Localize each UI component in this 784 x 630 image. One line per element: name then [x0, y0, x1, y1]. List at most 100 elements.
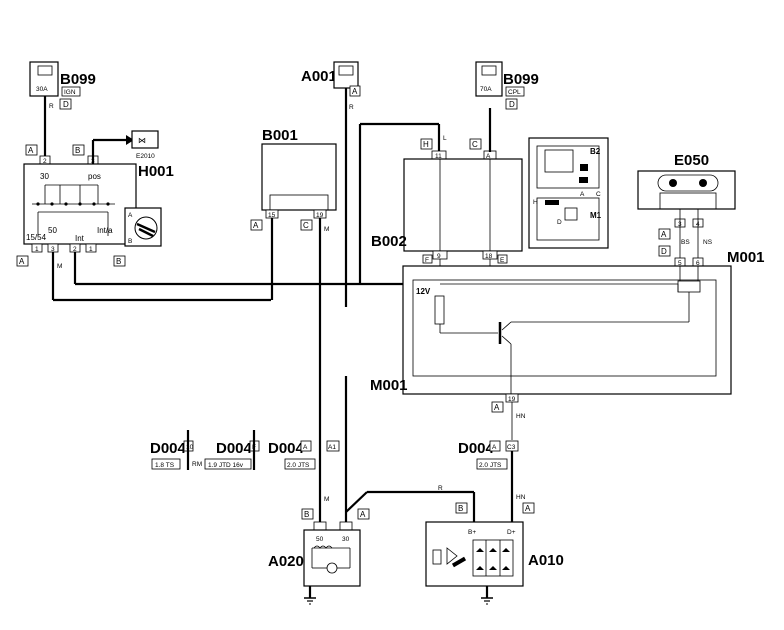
svg-text:A: A	[19, 257, 25, 266]
svg-text:A: A	[494, 403, 500, 412]
svg-text:M001: M001	[727, 249, 765, 266]
d004-connector-3: D004 A A1 2.0 JTS	[268, 440, 340, 470]
svg-text:19: 19	[316, 212, 324, 219]
svg-text:M: M	[324, 496, 329, 503]
svg-text:B2: B2	[590, 147, 601, 156]
svg-text:BS: BS	[681, 239, 690, 246]
svg-text:A: A	[661, 230, 667, 239]
svg-text:L: L	[443, 135, 447, 142]
svg-text:B+: B+	[468, 529, 476, 536]
svg-text:B099: B099	[60, 71, 96, 88]
svg-text:2: 2	[73, 246, 77, 253]
svg-text:R: R	[438, 485, 443, 492]
svg-text:C: C	[303, 221, 309, 230]
svg-text:A020: A020	[268, 553, 304, 570]
svg-text:CPL: CPL	[508, 89, 521, 96]
svg-text:D004: D004	[216, 440, 253, 457]
a001-battery: A001 A R	[301, 61, 361, 307]
svg-text:3: 3	[51, 246, 55, 253]
svg-text:A: A	[28, 146, 34, 155]
d004-connector-4: D004 A C3 2.0 JTS	[458, 440, 519, 470]
svg-text:30: 30	[40, 172, 49, 181]
svg-text:30A: 30A	[36, 86, 48, 93]
d004-connector-1: D004 10 1.8 TS RM	[150, 430, 202, 470]
svg-text:B099: B099	[503, 71, 539, 88]
svg-text:11: 11	[435, 153, 442, 160]
svg-text:D004: D004	[458, 440, 495, 457]
svg-text:M001: M001	[370, 377, 408, 394]
svg-text:D+: D+	[507, 529, 516, 536]
svg-text:M1: M1	[590, 211, 602, 220]
svg-text:B: B	[458, 504, 463, 513]
svg-text:B001: B001	[262, 127, 298, 144]
svg-text:2: 2	[43, 158, 47, 165]
svg-text:C3: C3	[507, 444, 516, 451]
svg-text:18: 18	[485, 253, 493, 260]
svg-text:Int/a: Int/a	[97, 226, 113, 235]
a020-starter-motor: R M B A 50 30 A020	[268, 485, 476, 605]
svg-text:A001: A001	[301, 68, 337, 85]
svg-text:A: A	[128, 212, 133, 219]
svg-text:C: C	[472, 140, 478, 149]
svg-text:pos: pos	[88, 172, 101, 181]
b099-fuse-right: 70A CPL B099 D	[475, 61, 539, 110]
svg-text:B002: B002	[371, 233, 407, 250]
svg-text:RM: RM	[192, 461, 202, 468]
svg-text:12V: 12V	[416, 287, 431, 296]
svg-text:H: H	[533, 199, 538, 206]
svg-text:A: A	[360, 510, 366, 519]
svg-text:Int: Int	[75, 234, 85, 243]
svg-text:A: A	[525, 504, 531, 513]
m001-module: M001 12V M001 19 A HN	[370, 249, 765, 420]
svg-text:M: M	[57, 263, 62, 270]
svg-text:A: A	[352, 87, 358, 96]
svg-text:15: 15	[268, 212, 276, 219]
fusebox-location-inset: B2 A C H D M1	[528, 137, 609, 249]
svg-text:A: A	[580, 191, 585, 198]
svg-text:B: B	[75, 146, 80, 155]
svg-text:E2010: E2010	[136, 153, 155, 160]
svg-text:E050: E050	[674, 152, 709, 169]
svg-text:A1: A1	[328, 444, 336, 451]
svg-text:B: B	[116, 257, 121, 266]
svg-text:A: A	[303, 444, 308, 451]
svg-text:1: 1	[89, 246, 93, 253]
svg-text:2.0 JTS: 2.0 JTS	[287, 462, 310, 469]
svg-text:E: E	[500, 257, 505, 264]
svg-text:6: 6	[696, 260, 700, 267]
svg-text:2.0 JTS: 2.0 JTS	[479, 462, 502, 469]
svg-text:H: H	[423, 140, 429, 149]
svg-text:HN: HN	[516, 413, 526, 420]
svg-text:D004: D004	[150, 440, 187, 457]
svg-text:30: 30	[342, 536, 350, 543]
svg-text:1.8 TS: 1.8 TS	[155, 462, 175, 469]
svg-text:HN: HN	[516, 494, 526, 501]
svg-text:D: D	[63, 100, 69, 109]
svg-text:10: 10	[186, 444, 194, 451]
svg-text:NS: NS	[703, 239, 713, 246]
svg-text:B: B	[304, 510, 309, 519]
svg-text:5: 5	[678, 260, 682, 267]
svg-text:A: A	[486, 153, 491, 160]
svg-text:A010: A010	[528, 552, 564, 569]
a010-alternator: B A HN B+ D+ A010	[425, 494, 564, 605]
svg-text:H001: H001	[138, 163, 174, 180]
svg-text:D: D	[509, 100, 515, 109]
svg-text:D004: D004	[268, 440, 305, 457]
svg-text:A: A	[492, 444, 497, 451]
svg-text:C: C	[596, 191, 601, 198]
b002-module: L H C 11 A B002 9 18 F E	[358, 108, 523, 284]
svg-text:⋈: ⋈	[138, 136, 146, 145]
h001-ignition-switch: A B 2 3 ⋈ E2010 30 pos 50 Int Int/a 15/5	[16, 130, 174, 270]
e050-display: E050 3 4 A D BS NS 5 6	[637, 152, 736, 267]
b099-fuse-left: 30A IGN B099 D R	[29, 61, 96, 160]
svg-text:1: 1	[35, 246, 39, 253]
svg-text:50: 50	[316, 536, 324, 543]
svg-text:19: 19	[508, 396, 516, 403]
svg-text:9: 9	[437, 253, 441, 260]
svg-text:R: R	[49, 103, 54, 110]
svg-text:F: F	[425, 257, 429, 264]
svg-text:A: A	[253, 221, 259, 230]
svg-text:50: 50	[48, 226, 57, 235]
